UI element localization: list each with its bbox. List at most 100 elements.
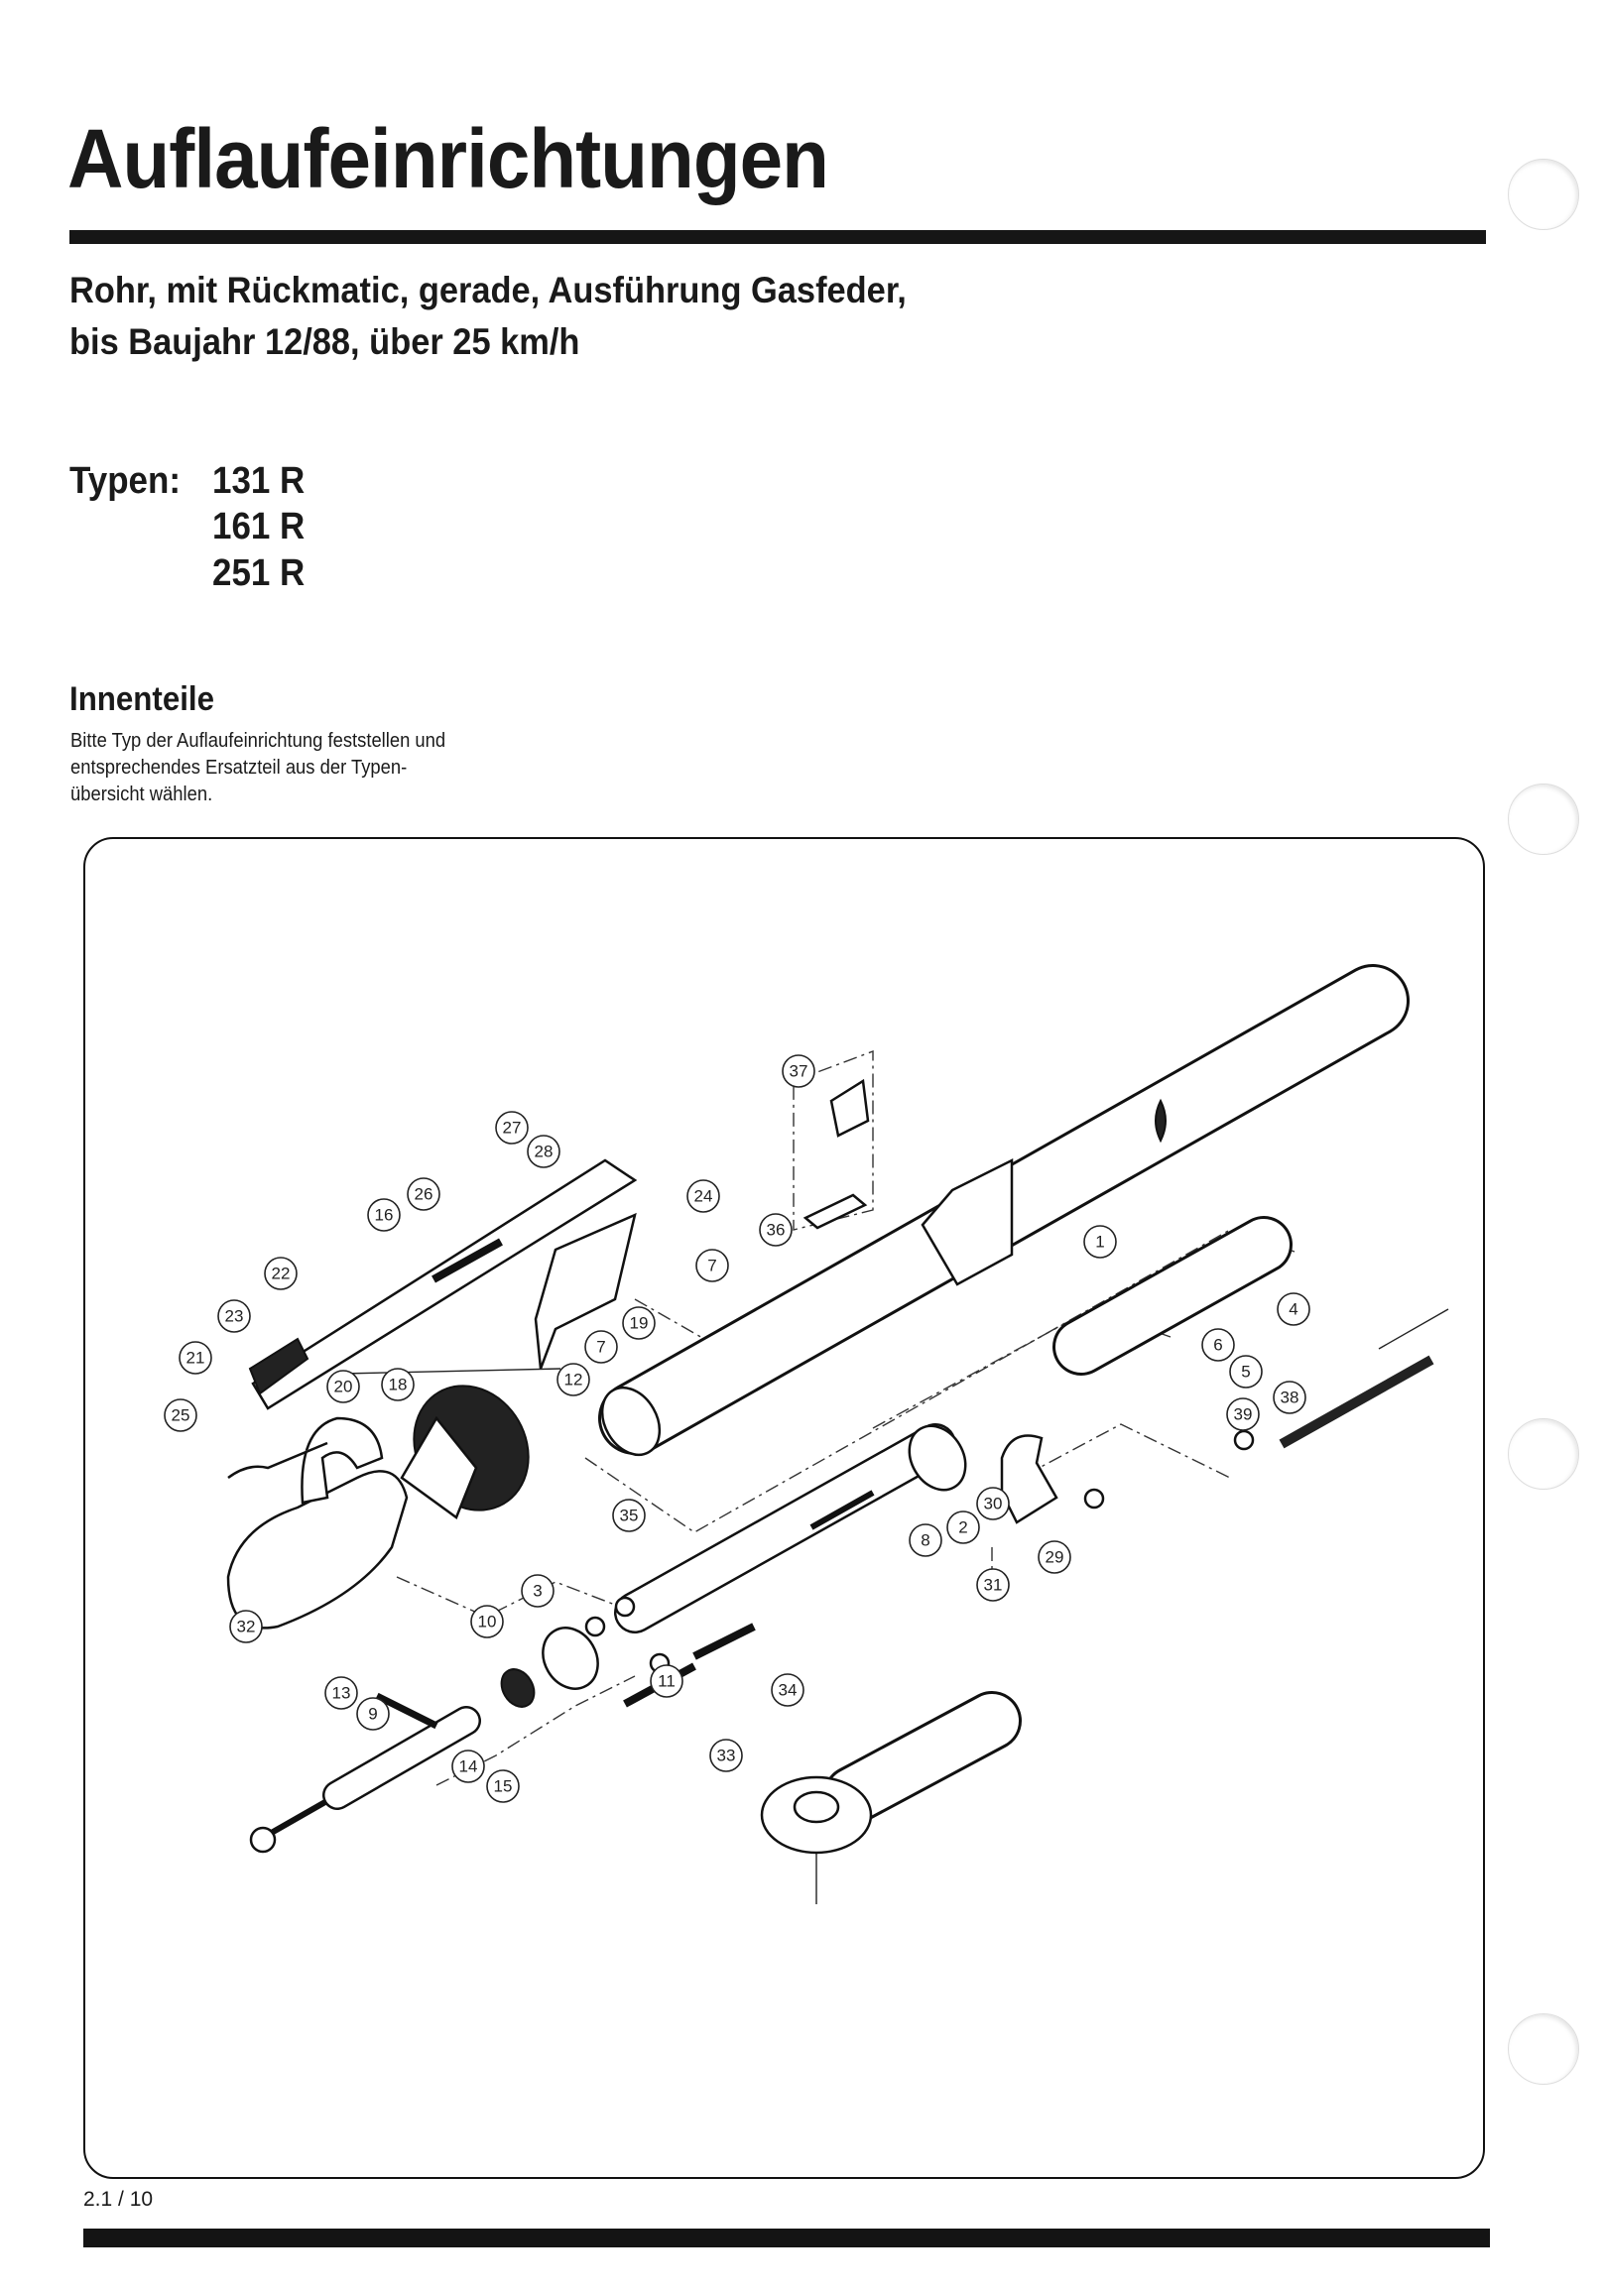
callout-8: 8: [909, 1523, 942, 1557]
svg-text:32: 32: [237, 1618, 256, 1636]
callout-10: 10: [470, 1605, 504, 1638]
punch-hole: [1508, 1418, 1579, 1490]
svg-text:20: 20: [334, 1378, 353, 1396]
punch-hole: [1508, 159, 1579, 230]
svg-text:19: 19: [630, 1314, 649, 1333]
callout-7: 7: [695, 1249, 729, 1282]
svg-text:8: 8: [921, 1531, 929, 1550]
callout-37: 37: [782, 1054, 815, 1088]
svg-text:7: 7: [596, 1338, 605, 1357]
types-label: Typen:: [69, 460, 182, 502]
svg-text:31: 31: [984, 1576, 1003, 1595]
coupling-head: [226, 1416, 409, 1630]
type-value: 161 R: [212, 506, 306, 547]
callout-4: 4: [1277, 1292, 1310, 1326]
type-value: 251 R: [212, 552, 306, 594]
svg-text:39: 39: [1234, 1405, 1253, 1424]
section-heading: Innenteile: [69, 680, 215, 718]
svg-text:6: 6: [1213, 1336, 1222, 1355]
callouts: 37 27 28 26 16 24 36 1 22 7 19 23 4 7 21…: [164, 1054, 1310, 1803]
svg-text:29: 29: [1046, 1548, 1064, 1567]
type-value: 131 R: [212, 460, 306, 502]
section-text-line: entsprechendes Ersatzteil aus der Typen-: [70, 757, 408, 779]
svg-text:5: 5: [1241, 1363, 1250, 1382]
callout-30: 30: [976, 1487, 1010, 1520]
callout-31: 31: [976, 1568, 1010, 1602]
svg-text:24: 24: [694, 1187, 713, 1206]
towing-eye: [760, 1691, 1022, 1855]
callout-34: 34: [771, 1673, 804, 1707]
callout-39: 39: [1226, 1397, 1260, 1431]
callout-11: 11: [650, 1664, 683, 1698]
callout-9: 9: [356, 1697, 390, 1731]
callout-36: 36: [759, 1213, 793, 1247]
svg-text:11: 11: [658, 1672, 676, 1691]
callout-2: 2: [946, 1511, 980, 1544]
svg-text:14: 14: [459, 1757, 478, 1776]
callout-13: 13: [324, 1676, 358, 1710]
page-number: 2.1 / 10: [83, 2188, 154, 2211]
diagram-frame: [83, 837, 1485, 2179]
svg-text:38: 38: [1281, 1389, 1299, 1407]
svg-text:13: 13: [332, 1684, 351, 1703]
inner-tube: [614, 1423, 967, 1633]
svg-text:9: 9: [368, 1705, 377, 1724]
svg-text:27: 27: [503, 1119, 522, 1138]
callout-1: 1: [1083, 1225, 1117, 1259]
section-text-line: übersicht wählen.: [70, 784, 213, 805]
callout-22: 22: [264, 1257, 298, 1290]
page-title: Auflaufeinrichtungen: [67, 112, 829, 205]
svg-text:1: 1: [1095, 1233, 1104, 1252]
svg-text:28: 28: [535, 1143, 554, 1161]
svg-text:22: 22: [272, 1265, 291, 1283]
svg-text:10: 10: [478, 1613, 497, 1631]
callout-3: 3: [521, 1574, 555, 1608]
svg-text:16: 16: [375, 1206, 394, 1225]
footer-bar: [83, 2229, 1490, 2247]
svg-text:26: 26: [415, 1185, 433, 1204]
title-rule: [69, 230, 1486, 244]
svg-text:18: 18: [389, 1376, 408, 1394]
svg-text:35: 35: [620, 1507, 639, 1525]
svg-text:30: 30: [984, 1495, 1003, 1513]
threaded-rod: [1279, 1355, 1434, 1449]
drawbar-tube: [598, 964, 1410, 1457]
svg-text:34: 34: [779, 1681, 798, 1700]
callout-24: 24: [686, 1179, 720, 1213]
svg-text:7: 7: [707, 1257, 716, 1275]
subtitle-line-1: Rohr, mit Rückmatic, gerade, Ausführung …: [69, 270, 907, 310]
svg-text:36: 36: [767, 1221, 786, 1240]
callout-16: 16: [367, 1198, 401, 1232]
callout-7: 7: [584, 1330, 618, 1364]
callout-26: 26: [407, 1177, 440, 1211]
svg-text:37: 37: [790, 1062, 808, 1081]
handbrake-lever: [248, 1158, 638, 1410]
callout-25: 25: [164, 1398, 197, 1432]
callout-18: 18: [381, 1368, 415, 1401]
punch-hole: [1508, 2013, 1579, 2085]
callout-32: 32: [229, 1610, 263, 1643]
svg-text:12: 12: [564, 1371, 583, 1390]
subtitle-line-2: bis Baujahr 12/88, über 25 km/h: [69, 321, 580, 362]
callout-12: 12: [556, 1363, 590, 1396]
callout-6: 6: [1201, 1328, 1235, 1362]
callout-28: 28: [527, 1135, 560, 1168]
svg-text:23: 23: [225, 1307, 244, 1326]
callout-35: 35: [612, 1499, 646, 1532]
svg-text:33: 33: [717, 1747, 736, 1765]
section-text-line: Bitte Typ der Auflaufeinrichtung festste…: [70, 730, 446, 752]
callout-33: 33: [709, 1739, 743, 1772]
svg-text:2: 2: [958, 1518, 967, 1537]
callout-29: 29: [1038, 1540, 1071, 1574]
callout-23: 23: [217, 1299, 251, 1333]
damper-roller: [1052, 1216, 1293, 1376]
callout-5: 5: [1229, 1355, 1263, 1389]
svg-text:4: 4: [1289, 1300, 1297, 1319]
callout-27: 27: [495, 1111, 529, 1145]
punch-hole: [1508, 784, 1579, 855]
callout-20: 20: [326, 1370, 360, 1403]
callout-15: 15: [486, 1769, 520, 1803]
gas-spring: [249, 1706, 481, 1854]
svg-text:21: 21: [186, 1349, 205, 1368]
